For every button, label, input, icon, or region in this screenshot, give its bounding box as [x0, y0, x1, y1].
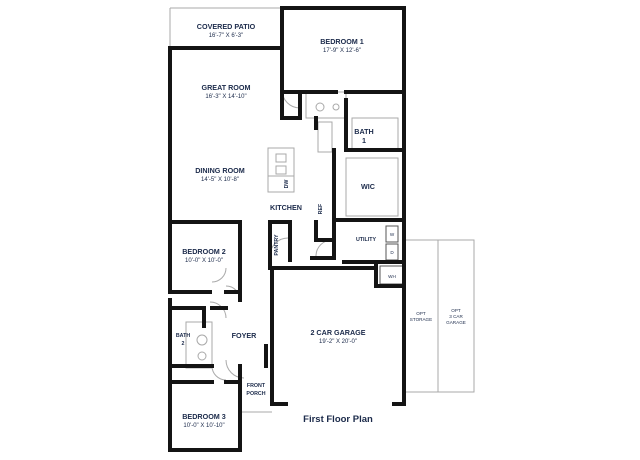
bath1-label-line1: BATH: [354, 127, 373, 136]
ref-label: REF: [318, 203, 324, 214]
pantry-label: PANTRY: [274, 234, 280, 256]
bath1-label-line2: 1: [362, 136, 366, 145]
foyer-label: FOYER: [232, 331, 258, 340]
opt-garage-label-line2: 3 CAR: [449, 314, 463, 319]
dining-room-label: DINING ROOM: [195, 166, 245, 175]
wic-label: WIC: [361, 182, 375, 191]
bath2-label-line1: BATH: [176, 333, 190, 339]
dryer-label: D: [390, 250, 394, 255]
bedroom1-dims: 17'-9" X 12'-6": [323, 48, 361, 54]
dining-room-dims: 14'-5" X 10'-8": [201, 177, 239, 183]
optional-garage-outline: [404, 239, 475, 393]
great-room-dims: 16'-3" X 14'-10": [205, 94, 246, 100]
front-porch-label-line1: FRONT: [247, 383, 266, 389]
front-porch-outline: [239, 368, 272, 413]
bedroom3-dims: 10'-0" X 10'-10": [183, 423, 224, 429]
kitchen-label: KITCHEN: [270, 203, 302, 212]
opt-storage-label-line1: OPT: [416, 311, 426, 316]
bedroom2-dims: 10'-0" X 10'-0": [185, 258, 223, 264]
covered-patio-label: COVERED PATIO: [197, 22, 256, 31]
bath1-fixtures: [305, 91, 399, 217]
utility-label: UTILITY: [356, 237, 376, 243]
garage-dims: 19'-2" X 20'-0": [319, 339, 357, 345]
kitchen-island: [267, 147, 295, 193]
opt-garage-label-line3: GARAGE: [446, 320, 466, 325]
dw-label: DW: [284, 180, 290, 189]
water-heater-label: WH: [388, 274, 396, 279]
garage-label: 2 CAR GARAGE: [310, 328, 365, 337]
bedroom3-label: BEDROOM 3: [182, 412, 226, 421]
bath2-fixtures: [185, 321, 213, 369]
bedroom2-label: BEDROOM 2: [182, 247, 226, 256]
front-porch-label-line2: PORCH: [246, 391, 265, 397]
walls: [168, 6, 406, 452]
washer-label: W: [390, 232, 395, 237]
plan-caption: First Floor Plan: [303, 414, 373, 425]
bath2-label-line2: 2: [182, 341, 185, 347]
great-room-label: GREAT ROOM: [202, 83, 251, 92]
opt-storage-label-line2: STORAGE: [410, 317, 432, 322]
opt-garage-label-line1: OPT: [451, 308, 461, 313]
bedroom1-label: BEDROOM 1: [320, 37, 364, 46]
covered-patio-dims: 16'-7" X 6'-3": [209, 33, 244, 39]
